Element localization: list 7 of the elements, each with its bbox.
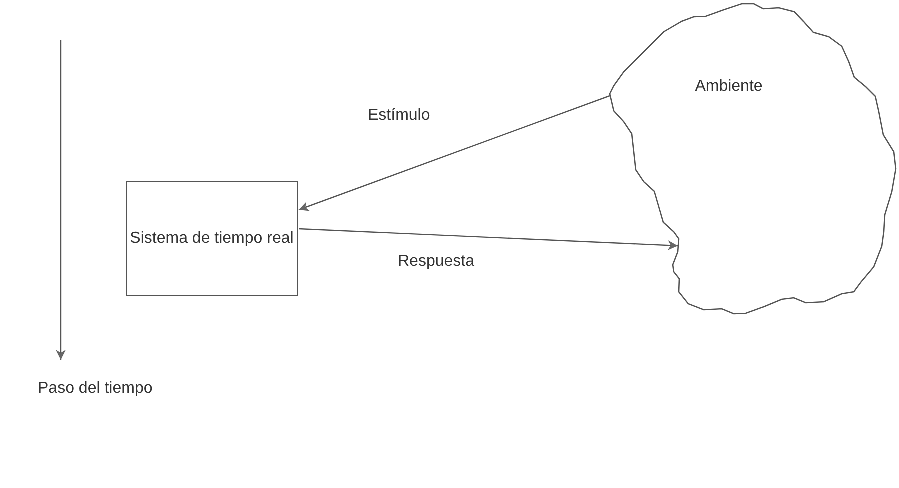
arrow: [298, 228, 678, 251]
time-label: Paso del tiempo: [38, 380, 153, 398]
edge-label: Respuesta: [398, 253, 474, 271]
node-label: Sistema de tiempo real: [130, 228, 294, 248]
node-label: Ambiente: [694, 77, 764, 97]
process-box: [126, 181, 298, 296]
arrow: [298, 95, 610, 212]
